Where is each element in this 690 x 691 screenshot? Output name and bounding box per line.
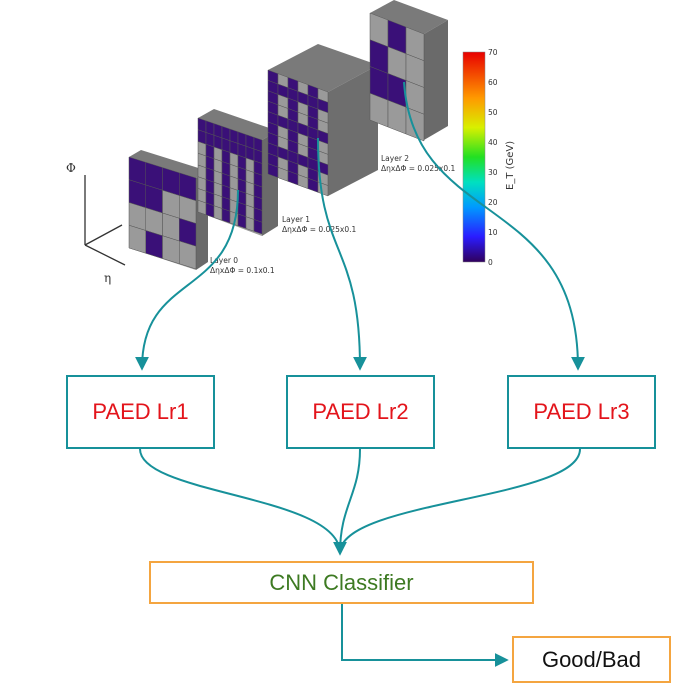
depth-axis — [84, 224, 123, 246]
eta-axis — [84, 244, 126, 266]
colorbar-tick-label: 10 — [488, 228, 498, 237]
axes-3d: Φ η — [66, 161, 126, 285]
arrow-paed2-to-cnn — [339, 448, 361, 554]
phi-axis-label: Φ — [66, 161, 76, 175]
eta-axis-label: η — [104, 271, 111, 285]
layer-0-name: Layer 0 — [210, 256, 238, 265]
layer-1-granularity: ΔηxΔΦ = 0.025x0.1 — [282, 225, 356, 234]
arrows-to-paed — [135, 81, 585, 371]
calorimeter-cell — [245, 216, 255, 232]
arrow-layer1-to-paed1 — [135, 189, 239, 371]
layer-1-name: Layer 1 — [282, 215, 310, 224]
layer-0-granularity: ΔηxΔΦ = 0.1x0.1 — [210, 266, 275, 275]
paed-lr2-box[interactable]: PAED Lr2 — [286, 375, 435, 449]
arrow-paed1-to-cnn — [139, 448, 347, 556]
colorbar-tick-label: 50 — [488, 108, 498, 117]
layer-2-name: Layer 2 — [381, 154, 409, 163]
colorbar: 0 10 20 30 40 50 60 70 E_T (GeV) — [462, 48, 516, 267]
layer-labels: Layer 0 ΔηxΔΦ = 0.1x0.1 Layer 1 ΔηxΔΦ = … — [210, 154, 455, 275]
calorimeter-cell — [179, 240, 197, 270]
paed-lr3-box[interactable]: PAED Lr3 — [507, 375, 656, 449]
calorimeter-cell — [213, 205, 223, 221]
colorbar-label: E_T (GeV) — [505, 141, 516, 190]
layer-2-granularity: ΔηxΔΦ = 0.025x0.1 — [381, 164, 455, 173]
colorbar-tick-label: 70 — [488, 48, 498, 57]
calorimeter-cell — [253, 219, 263, 235]
colorbar-tick-label: 0 — [488, 258, 493, 267]
output-label: Good/Bad — [541, 646, 642, 672]
colorbar-tick-label: 60 — [488, 78, 498, 87]
output-good-bad-box[interactable]: Good/Bad — [512, 636, 671, 683]
arrows-to-classifier — [139, 448, 581, 556]
calorimeter-cell — [205, 202, 215, 218]
paed-lr2-label: PAED Lr2 — [312, 399, 409, 424]
arrow-layer3-to-paed3 — [403, 81, 585, 371]
layer-2-block — [267, 44, 378, 197]
arrow-layer2-to-paed2 — [317, 137, 367, 371]
calorimeter-cell — [237, 213, 247, 229]
cnn-classifier-box[interactable]: CNN Classifier — [149, 561, 534, 604]
cnn-classifier-label: CNN Classifier — [269, 569, 414, 595]
calorimeter-cell — [221, 208, 231, 224]
paed-lr1-label: PAED Lr1 — [92, 399, 189, 424]
paed-lr3-label: PAED Lr3 — [533, 399, 630, 424]
colorbar-tick-label: 20 — [488, 198, 498, 207]
layer-0-block — [128, 150, 208, 270]
arrow-paed3-to-cnn — [339, 448, 581, 554]
layer-1-block — [197, 109, 278, 236]
arrow-cnn-to-output — [341, 604, 509, 667]
layer-3-block — [369, 0, 448, 142]
colorbar-tick-label: 40 — [488, 138, 498, 147]
colorbar-gradient — [462, 51, 486, 263]
paed-lr1-box[interactable]: PAED Lr1 — [66, 375, 215, 449]
colorbar-tick-label: 30 — [488, 168, 498, 177]
calorimeter-cell — [197, 199, 207, 216]
